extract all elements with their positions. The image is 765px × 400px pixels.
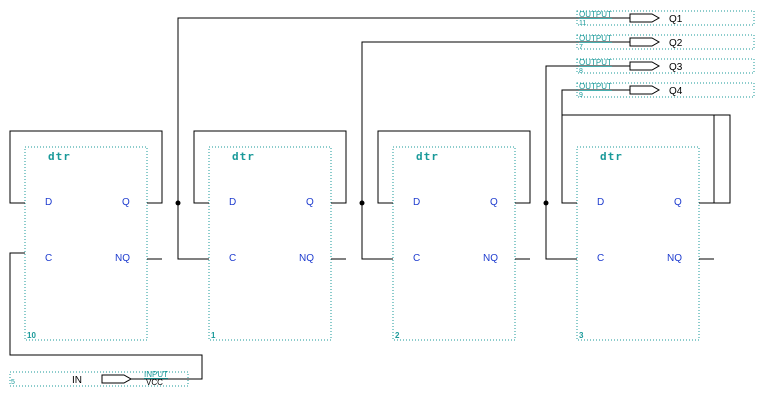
- junction-dot-2: [359, 200, 365, 206]
- flip-flop-2-number: 2: [395, 331, 400, 340]
- flip-flop-2-title: dtr: [416, 150, 439, 163]
- flip-flop-1-port-q: Q: [306, 197, 314, 208]
- flip-flop-0-frame: [24, 146, 148, 341]
- input-pin-in-number: 5: [11, 379, 15, 386]
- flip-flop-2-frame: [392, 146, 516, 341]
- output-pin-q2-number: 7: [579, 44, 583, 51]
- flip-flop-2-port-q: Q: [490, 197, 498, 208]
- wire-output-q4-tap: [561, 89, 630, 115]
- output-pin-q1-symbol: [629, 13, 661, 23]
- wire-input-clock: [9, 252, 203, 380]
- output-pin-q3-name: Q3: [669, 62, 683, 73]
- wire-clock-3: [545, 203, 577, 260]
- output-pin-q1-frame: [576, 10, 755, 26]
- input-pin-in-symbol: [101, 374, 133, 384]
- output-pin-q2-kind: OUTPUT: [579, 34, 612, 43]
- output-pin-q3-symbol: [629, 61, 661, 71]
- junction-dot-3: [543, 200, 549, 206]
- flip-flop-1-port-d: D: [229, 197, 236, 208]
- flip-flop-0[interactable]: dtr D Q C NQ 10: [24, 146, 148, 341]
- flip-flop-1-title: dtr: [232, 150, 255, 163]
- flip-flop-2[interactable]: dtr D Q C NQ 2: [392, 146, 516, 341]
- flip-flop-2-port-nq: NQ: [483, 253, 498, 264]
- output-pin-q1-number: 11: [579, 20, 586, 27]
- flip-flop-0-port-d: D: [45, 197, 52, 208]
- output-pin-q2-frame: [576, 34, 755, 50]
- output-pin-q3-number: 8: [579, 68, 583, 75]
- flip-flop-3-frame: [576, 146, 700, 341]
- flip-flop-0-port-nq: NQ: [115, 253, 130, 264]
- flip-flop-1-number: 1: [211, 331, 216, 340]
- flip-flop-3-number: 3: [579, 331, 584, 340]
- flip-flop-1[interactable]: dtr D Q C NQ 1: [208, 146, 332, 341]
- flip-flop-0-port-c: C: [45, 253, 52, 264]
- flip-flop-0-number: 10: [27, 331, 36, 340]
- wire-output-q2: [361, 41, 630, 203]
- flip-flop-3-port-nq: NQ: [667, 253, 682, 264]
- flip-flop-2-port-d: D: [413, 197, 420, 208]
- wire-output-q1: [177, 17, 630, 203]
- output-pin-q1-name: Q1: [669, 14, 683, 25]
- flip-flop-3-port-c: C: [597, 253, 604, 264]
- wire-clock-1: [177, 203, 209, 260]
- output-pin-q2-name: Q2: [669, 38, 683, 49]
- junctions: [175, 200, 549, 206]
- wire-loop-1: [193, 130, 347, 204]
- output-pin-q2-symbol: [629, 37, 661, 47]
- wire-loop-2: [377, 130, 531, 204]
- wire-output-q4: [713, 114, 730, 203]
- flip-flop-3[interactable]: dtr D Q C NQ 3: [576, 146, 700, 341]
- flip-flop-1-port-c: C: [229, 253, 236, 264]
- flip-flop-3-title: dtr: [600, 150, 623, 163]
- flip-flop-1-frame: [208, 146, 332, 341]
- output-pin-q2[interactable]: OUTPUT 7 Q2: [576, 34, 755, 51]
- wire-loop-3: [561, 114, 731, 204]
- input-pin-in-kind: INPUT: [144, 370, 168, 379]
- flip-flop-1-port-nq: NQ: [299, 253, 314, 264]
- output-pin-q1-kind: OUTPUT: [579, 10, 612, 19]
- output-pin-q3-kind: OUTPUT: [579, 58, 612, 67]
- wire-output-q3: [545, 65, 630, 203]
- flip-flop-0-port-q: Q: [122, 197, 130, 208]
- output-pin-q1[interactable]: OUTPUT 11 Q1: [576, 10, 755, 27]
- flip-flop-0-title: dtr: [48, 150, 71, 163]
- input-pin-in[interactable]: 5 IN INPUT VCC: [9, 370, 189, 387]
- output-pin-q4[interactable]: OUTPUT 9 Q4: [576, 82, 755, 99]
- wire-clock-2: [361, 203, 393, 260]
- wires: [9, 17, 731, 380]
- junction-dot-1: [175, 200, 181, 206]
- output-pin-q3-frame: [576, 58, 755, 74]
- output-pin-q4-symbol: [629, 85, 661, 95]
- flip-flop-3-port-q: Q: [674, 197, 682, 208]
- output-pin-q4-frame: [576, 82, 755, 98]
- wire-loop-0: [9, 130, 163, 204]
- flip-flop-3-port-d: D: [597, 197, 604, 208]
- input-pin-in-name: IN: [72, 375, 82, 386]
- output-pin-q4-number: 9: [579, 92, 583, 99]
- output-pin-q4-kind: OUTPUT: [579, 82, 612, 91]
- output-pin-q4-name: Q4: [669, 86, 683, 97]
- output-pin-q3[interactable]: OUTPUT 8 Q3: [576, 58, 755, 75]
- flip-flop-2-port-c: C: [413, 253, 420, 264]
- input-pin-in-default: VCC: [146, 378, 163, 387]
